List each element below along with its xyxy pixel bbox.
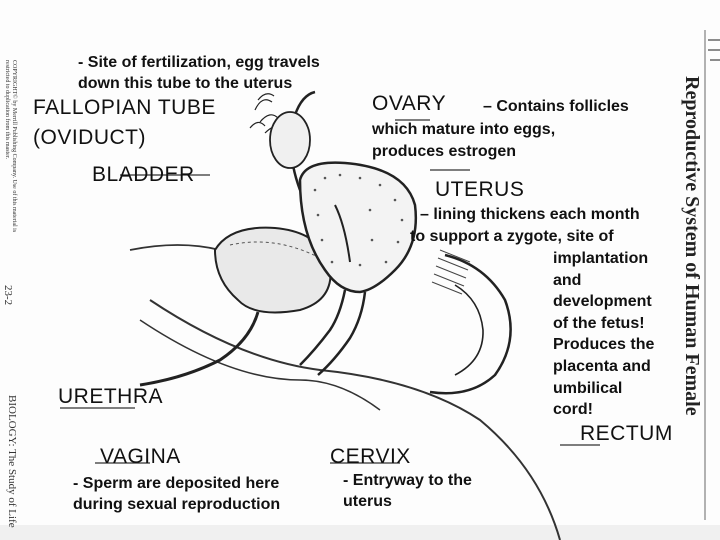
muscle-hatching (431, 249, 471, 295)
vagina-note: - Sperm are deposited here during sexual… (73, 475, 281, 513)
uterus-stipple (313, 173, 404, 267)
uterus-note-3: implantation (553, 250, 649, 267)
uterus-note-10: cord! (553, 401, 593, 418)
rectum-inner (454, 284, 484, 376)
uterus-shape (298, 161, 417, 294)
corner-marks (708, 39, 720, 61)
fallopian-note: - Site of fertilization, egg travels dow… (78, 54, 320, 92)
fallopian-tube-label: FALLOPIAN TUBE (33, 96, 216, 119)
bladder-shape (213, 226, 332, 314)
rectum-label: RECTUM (580, 422, 673, 445)
uterine-cavity (334, 204, 351, 263)
worksheet-footer: BIOLOGY: The Study of Life (6, 395, 18, 528)
uterus-note-1: – lining thickens each month (420, 206, 640, 223)
ovary-label: OVARY (372, 92, 447, 115)
vaginal-wall (317, 291, 367, 376)
oviduct-label: (OVIDUCT) (33, 126, 146, 149)
uterus-note-9: umbilical (553, 380, 623, 397)
ovary-note-2: which mature into eggs, (372, 121, 556, 138)
leader-lines (60, 119, 600, 464)
uterus-note-2: to support a zygote, site of (410, 228, 614, 245)
ovary-note-3: produces estrogen (372, 143, 517, 160)
uterus-note-5: development (553, 293, 652, 310)
rectum-outer (429, 253, 512, 395)
ovary-shape (269, 111, 311, 169)
cervical-canal (299, 289, 347, 366)
cervix-note: - Entryway to the uterus (343, 472, 472, 510)
uterus-note-4: and (553, 272, 582, 289)
uterus-note-8: placenta and (553, 358, 651, 375)
worksheet-title: Reproductive System of Human Female (681, 76, 703, 416)
page-bottom-edge (0, 525, 720, 540)
worksheet-page: 23-2 (2, 285, 14, 306)
urethra-label: URETHRA (58, 385, 164, 408)
body-outline-front (129, 244, 221, 251)
worksheet-copyright: COPYRIGHT© by Merrill Publishing Company… (4, 60, 17, 233)
pelvic-floor-line (139, 319, 381, 411)
ovary-note-1: – Contains follicles (483, 98, 629, 115)
vagina-label: VAGINA (100, 445, 181, 468)
uterus-note-6: of the fetus! (553, 315, 645, 332)
uterus-note-7: Produces the (553, 336, 655, 353)
urethra-tube (139, 311, 260, 387)
bladder-label: BLADDER (92, 163, 195, 186)
cervix-label: CERVIX (330, 445, 411, 468)
uterus-label: UTERUS (435, 178, 525, 201)
